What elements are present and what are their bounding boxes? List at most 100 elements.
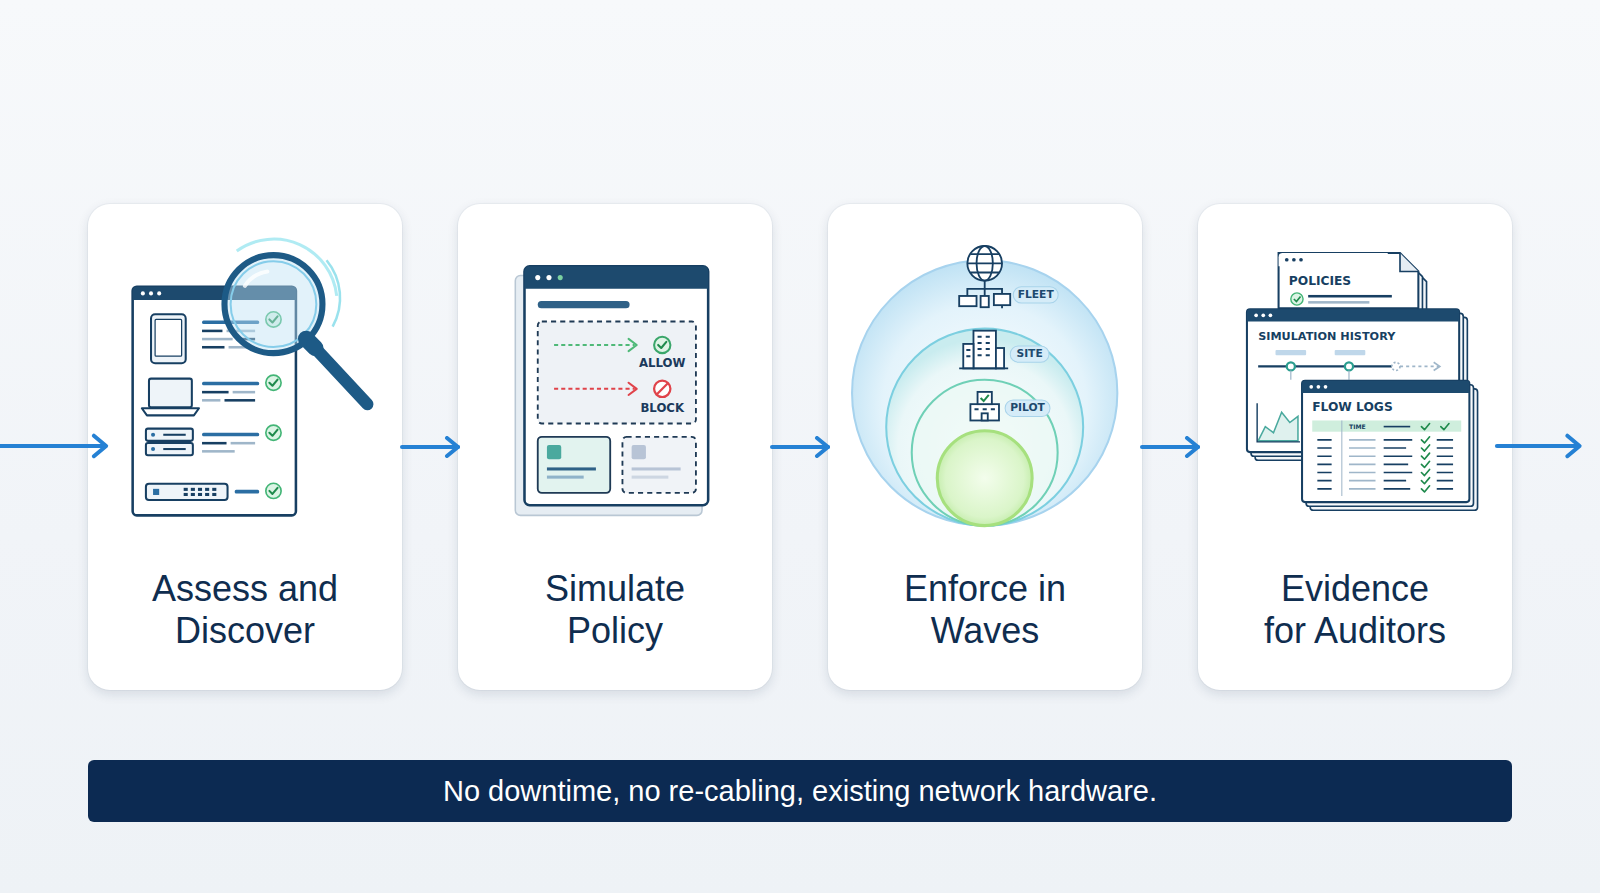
- simulation-illustration: [622, 437, 695, 493]
- evidence-illustration: [1258, 412, 1298, 441]
- log-row: [1384, 440, 1413, 489]
- inventory-illustration: [202, 330, 222, 333]
- evidence-illustration: [1254, 314, 1258, 318]
- inventory-illustration: [153, 489, 159, 495]
- simulation-illustration: [629, 383, 637, 395]
- inventory-illustration: [227, 330, 256, 333]
- inventory-illustration: [163, 448, 185, 450]
- simulation-illustration: [524, 266, 708, 288]
- inventory-illustration: [151, 314, 186, 363]
- globe-icon: [959, 246, 1010, 308]
- flow-arrow: [1497, 444, 1578, 448]
- magnifier-icon: [327, 260, 341, 326]
- inventory-illustration: [202, 320, 259, 324]
- simulation-illustration: [515, 276, 702, 516]
- inventory-illustration: [191, 488, 195, 491]
- inventory-illustration: [202, 433, 259, 437]
- evidence-illustration: [1287, 362, 1295, 370]
- evidence-illustration: [1299, 258, 1303, 262]
- magnifier-icon: [237, 239, 337, 296]
- rollout-rings: [852, 260, 1117, 525]
- ring-badge: [1010, 346, 1049, 362]
- simulation-illustration: [654, 337, 670, 353]
- step-card: Evidence for Auditors: [1198, 204, 1512, 690]
- inventory-illustration: [163, 434, 185, 436]
- inventory-illustration: [141, 291, 145, 295]
- inventory-illustration: [146, 429, 193, 441]
- simulation-illustration: [632, 445, 646, 459]
- pilot-building-icon: [978, 392, 992, 404]
- check-mark: [266, 312, 281, 499]
- ring-badge: [1005, 400, 1050, 416]
- ring-badge: [1005, 287, 1058, 417]
- inventory-illustration: [205, 488, 209, 491]
- evidence-illustration: [1255, 317, 1467, 460]
- inventory-illustration: [184, 488, 188, 491]
- log-row: [1437, 440, 1453, 489]
- inventory-illustration: [146, 443, 193, 455]
- step-card: Enforce in Waves: [828, 204, 1142, 690]
- inventory-illustration: [202, 450, 235, 453]
- simulation-illustration: [524, 266, 708, 505]
- inventory-illustration: [133, 239, 368, 515]
- evidence-illustration: [1261, 314, 1265, 318]
- globe-icon: [959, 296, 976, 306]
- check-mark: [269, 430, 277, 436]
- simulation-illustration: [632, 476, 669, 479]
- evidence-illustration: [1348, 370, 1349, 379]
- check-mark: [1421, 445, 1429, 484]
- building-icon: [996, 348, 1004, 368]
- check-mark: [269, 316, 277, 322]
- log-row: [1384, 426, 1411, 428]
- globe-icon: [967, 246, 1002, 281]
- evidence-illustration: [1341, 420, 1342, 496]
- evidence-illustration: [1310, 389, 1477, 510]
- inventory-illustration: [198, 493, 202, 496]
- flow-arrow: [1567, 436, 1579, 456]
- evidence-illustration: [1285, 258, 1289, 262]
- inventory-illustration: [202, 346, 224, 349]
- inventory-illustration: [146, 484, 228, 500]
- check-mark: [1421, 437, 1429, 492]
- evidence-illustration: [1335, 350, 1366, 355]
- inventory-illustration: [142, 408, 199, 415]
- pilot-building-icon: [974, 408, 994, 410]
- flow-arrow: [94, 436, 106, 456]
- evidence-illustration: [1306, 385, 1473, 506]
- flow-arrow: [402, 445, 458, 449]
- evidence-illustration: [1269, 314, 1273, 318]
- pilot-building-icon: [981, 395, 989, 401]
- step-title: Assess and Discover: [148, 568, 342, 652]
- evidence-illustration: [1345, 362, 1353, 370]
- inventory-illustration: [212, 493, 216, 496]
- evidence-illustration: [1434, 362, 1440, 370]
- simulation-illustration: [547, 445, 561, 459]
- simulation-illustration: [554, 344, 635, 346]
- inventory-illustration: [202, 399, 220, 402]
- inventory-illustration: [202, 442, 226, 445]
- evidence-illustration: [1251, 313, 1463, 456]
- step-card: Assess and Discover: [88, 204, 402, 690]
- inventory-illustration: [229, 346, 253, 349]
- globe-icon: [977, 246, 993, 281]
- magnifier-icon: [231, 261, 317, 347]
- inventory-illustration: [133, 287, 296, 516]
- building-icon: [959, 331, 1008, 369]
- evidence-illustration: [1308, 301, 1369, 304]
- rollout-rings: [912, 380, 1058, 526]
- log-row: [1349, 440, 1376, 489]
- log-row: [1317, 427, 1453, 489]
- step-card: Simulate Policy: [458, 204, 772, 690]
- inventory-illustration: [151, 433, 155, 437]
- simulation-illustration: [547, 476, 584, 479]
- building-icon: [963, 344, 973, 368]
- flow-arrow: [0, 444, 104, 448]
- evidence-illustration: [1302, 381, 1469, 502]
- inventory-illustration: [157, 291, 161, 295]
- inventory-illustration: [155, 319, 182, 356]
- simulation-illustration: [535, 275, 540, 280]
- log-row: [1317, 440, 1331, 489]
- simulation-illustration: [632, 467, 681, 470]
- check-mark: [269, 380, 277, 386]
